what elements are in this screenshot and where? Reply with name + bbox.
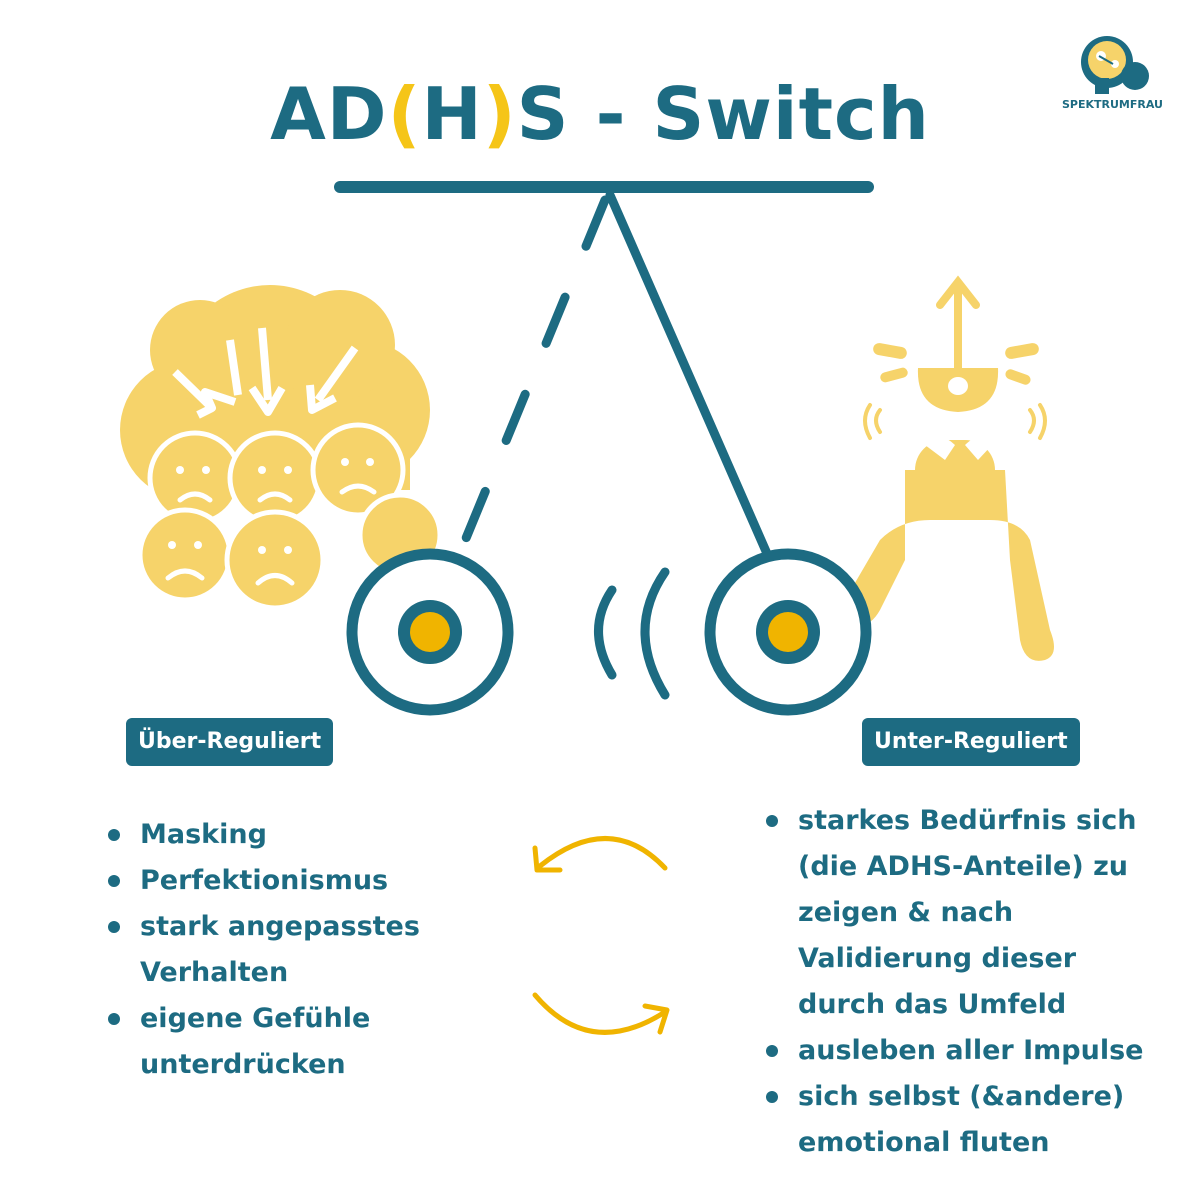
list-item: eigene Gefühle unterdrücken xyxy=(108,996,488,1088)
cycle-arrow-bottom-icon xyxy=(532,992,670,1035)
logo-text: SPEKTRUMFRAU xyxy=(1062,98,1163,111)
tremble-lines-icon xyxy=(863,403,1047,440)
left-list: Masking Perfektionismus stark angepasste… xyxy=(108,812,488,1088)
solid-pendulum-line xyxy=(605,190,777,570)
dashed-pendulum-line xyxy=(450,195,610,570)
title-part-switch: S - Switch xyxy=(516,72,930,156)
page-title: AD(H)S - Switch xyxy=(0,78,1200,150)
pressure-arrows-icon xyxy=(172,327,359,419)
label-ueber-reguliert: Über-Reguliert xyxy=(126,718,334,766)
list-item: stark angepasstes Verhalten xyxy=(108,904,488,996)
title-paren-close: ) xyxy=(482,72,517,156)
motion-lines-icon xyxy=(594,567,670,700)
title-paren-open: ( xyxy=(387,72,422,156)
list-item: Perfektionismus xyxy=(108,858,488,904)
spektrumfrau-logo-icon xyxy=(1081,36,1149,94)
cycle-arrow-top-icon xyxy=(532,836,668,873)
right-list: starkes Bedürfnis sich (die ADHS-Anteile… xyxy=(766,798,1166,1166)
left-pendulum-bob xyxy=(346,548,514,716)
list-item: Masking xyxy=(108,812,488,858)
distressed-person-icon xyxy=(841,343,1054,661)
title-part-h: H xyxy=(421,72,483,156)
sad-faces-icon xyxy=(137,422,443,611)
list-item: ausleben aller Impulse xyxy=(766,1028,1166,1074)
list-item: sich selbst (&andere) emotional fluten xyxy=(766,1074,1166,1166)
up-arrow-icon xyxy=(936,275,980,372)
list-item: starkes Bedürfnis sich (die ADHS-Anteile… xyxy=(766,798,1166,1028)
hands-icon xyxy=(925,437,992,460)
right-pendulum-bob xyxy=(704,548,872,716)
title-part-ad: AD xyxy=(270,72,388,156)
label-unter-reguliert: Unter-Reguliert xyxy=(862,718,1080,766)
